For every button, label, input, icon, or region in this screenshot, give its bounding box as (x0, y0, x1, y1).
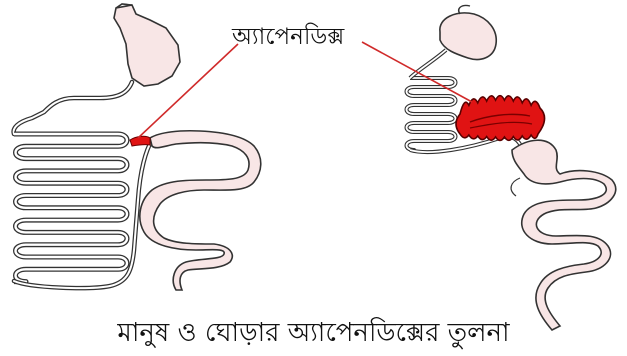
horse-stomach (440, 13, 496, 59)
horse-digestive-tract (407, 5, 616, 330)
human-large-intestine (140, 131, 261, 290)
human-digestive-tract (14, 4, 261, 290)
figure-caption: মানুষ ও ঘোড়ার অ্যাপেনডিক্সের তুলনা (0, 312, 627, 356)
appendix-label: অ্যাপেনডিক্স (232, 18, 344, 57)
human-appendix (130, 136, 150, 146)
human-stomach (114, 5, 180, 86)
horse-large-intestine (512, 140, 616, 330)
horse-appendix (456, 96, 545, 141)
human-duodenum (14, 82, 132, 134)
